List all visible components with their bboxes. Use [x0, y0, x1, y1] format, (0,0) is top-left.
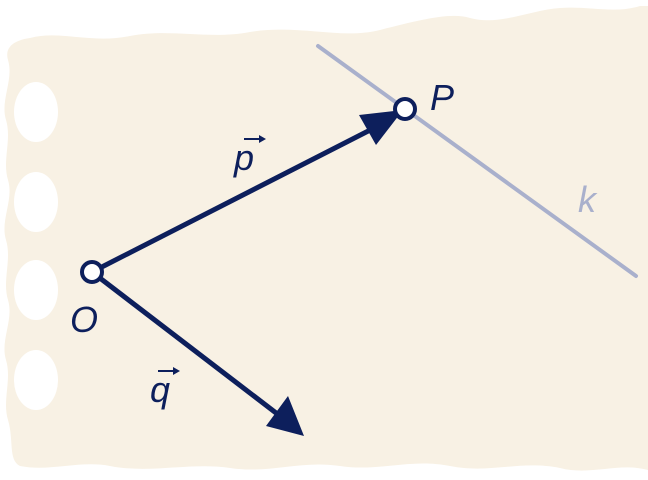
- point-p-marker: [393, 97, 417, 121]
- point-origin-marker: [80, 260, 104, 284]
- vector-p-arrowhead: [359, 110, 403, 145]
- vector-q-shaft: [90, 270, 282, 418]
- binder-hole: [14, 350, 58, 410]
- vector-p-label: p: [233, 137, 254, 178]
- point-p-label: P: [430, 77, 454, 118]
- vector-q-label-arrow: [158, 367, 180, 375]
- line-k: [316, 44, 638, 278]
- vector-q-label: q: [150, 369, 170, 410]
- paper-background: [4, 6, 648, 471]
- binder-hole: [14, 260, 58, 320]
- vector-p-label-arrow: [244, 135, 266, 143]
- line-k-label: k: [578, 179, 598, 220]
- vector-p-shaft: [90, 123, 380, 275]
- binder-hole: [14, 82, 58, 142]
- binder-hole: [14, 172, 58, 232]
- vector-q-arrowhead: [266, 396, 304, 436]
- point-origin-label: O: [70, 299, 98, 340]
